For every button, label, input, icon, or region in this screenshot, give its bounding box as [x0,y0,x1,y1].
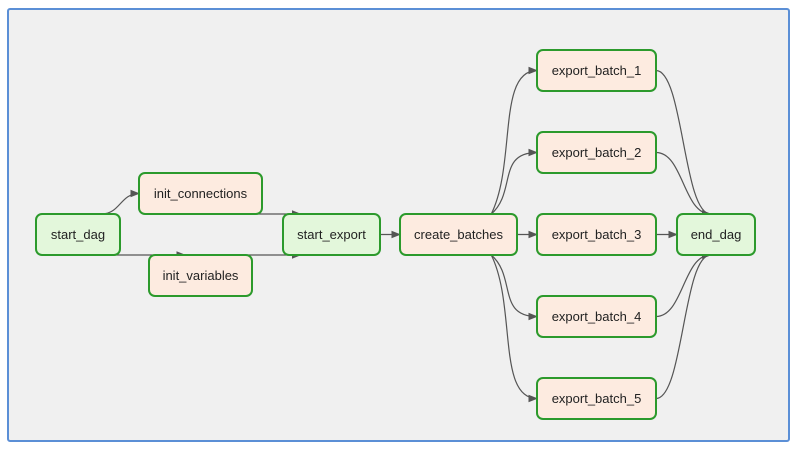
task-node-init-connections[interactable]: init_connections [138,172,263,215]
task-node-box[interactable] [399,213,518,256]
node-layer: start_dag init_connections init_variables s… [35,49,756,420]
task-node-box[interactable] [536,377,657,420]
task-node-export-batch-5[interactable]: export_batch_5 [536,377,657,420]
dag-graph-canvas [7,8,790,442]
edge-export_batch_4-to-end_dag [655,251,712,318]
task-node-label: export_batch_5 [552,391,642,406]
task-node-label: export_batch_1 [552,63,642,78]
task-node-export-batch-4[interactable]: export_batch_4 [536,295,657,338]
task-node-label: start_export [297,227,366,242]
task-node-label: export_batch_4 [552,309,642,324]
task-node-box[interactable] [148,254,253,297]
task-node-init-variables[interactable]: init_variables [148,254,253,297]
edge-export_batch_5-to-end_dag [655,251,712,400]
task-node-label: export_batch_2 [552,145,642,160]
task-node-box[interactable] [676,213,756,256]
task-node-box[interactable] [35,213,121,256]
edge-layer [101,66,712,403]
task-node-create-batches[interactable]: create_batches [399,213,518,256]
edge-create_batches-to-export_batch_1 [490,66,538,215]
edge-create_batches-to-export_batch_5 [490,254,538,403]
task-node-box[interactable] [536,131,657,174]
task-node-box[interactable] [536,295,657,338]
edge-create_batches-to-export_batch_2 [490,148,538,215]
task-node-label: export_batch_3 [552,227,642,242]
task-node-start-export[interactable]: start_export [282,213,381,256]
task-node-box[interactable] [138,172,263,215]
task-node-start-dag[interactable]: start_dag [35,213,121,256]
task-node-box[interactable] [282,213,381,256]
task-node-export-batch-2[interactable]: export_batch_2 [536,131,657,174]
edge-start_dag-to-init_connections [101,189,140,215]
edge-export_batch_1-to-end_dag [655,69,712,218]
task-node-export-batch-1[interactable]: export_batch_1 [536,49,657,92]
task-node-box[interactable] [536,49,657,92]
task-node-label: init_connections [154,186,248,201]
edge-create_batches-to-export_batch_4 [490,254,538,321]
task-node-box[interactable] [536,213,657,256]
task-node-label: start_dag [51,227,105,242]
task-node-label: end_dag [691,227,742,242]
task-node-label: create_batches [414,227,503,242]
task-node-label: init_variables [163,268,239,283]
task-node-export-batch-3[interactable]: export_batch_3 [536,213,657,256]
task-node-end-dag[interactable]: end_dag [676,213,756,256]
edge-export_batch_2-to-end_dag [655,151,712,218]
